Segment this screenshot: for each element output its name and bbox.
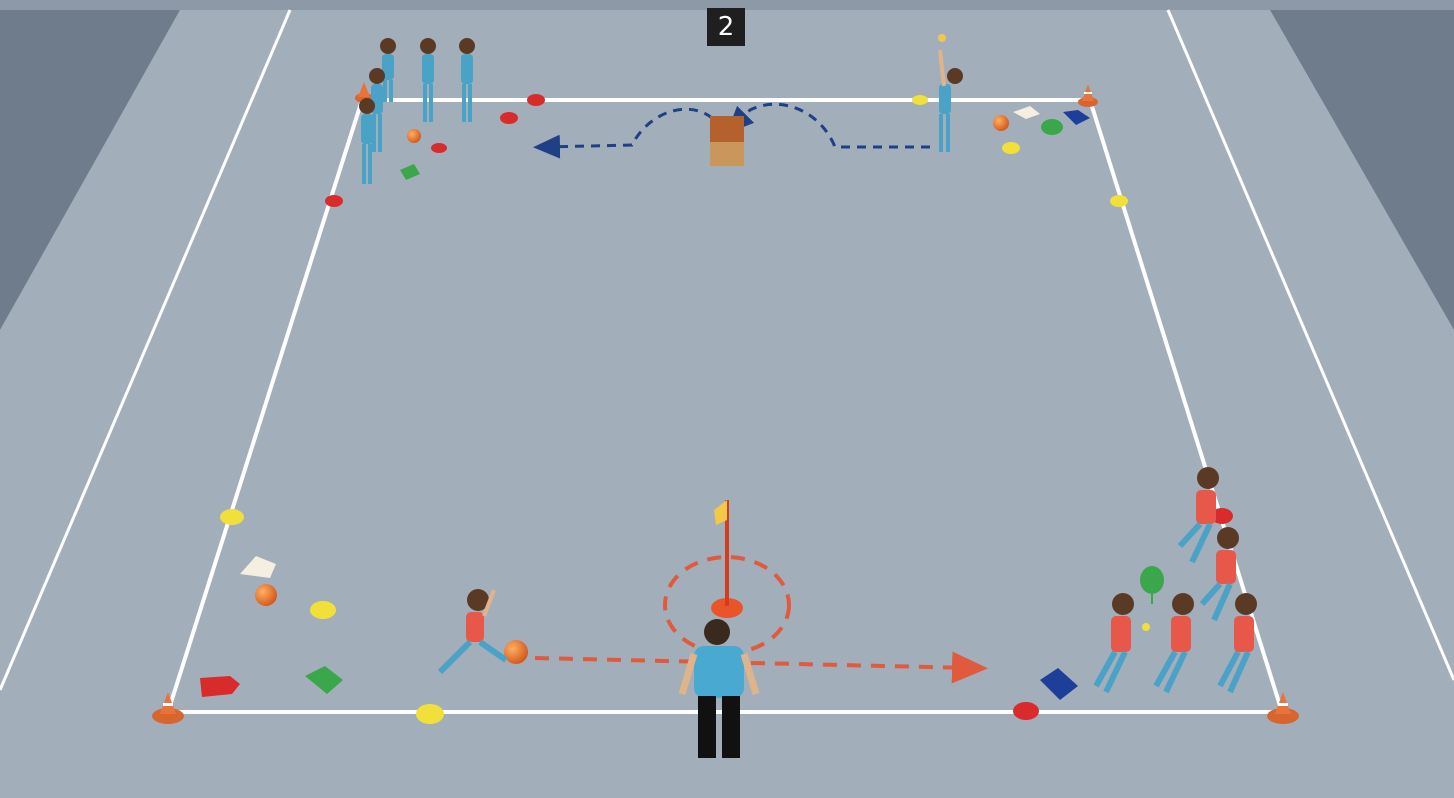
ball-icon <box>407 129 421 143</box>
disc-marker-icon <box>1002 142 1020 154</box>
step-number-badge: 2 <box>707 8 745 46</box>
disc-marker-icon <box>527 94 545 106</box>
disc-marker-icon <box>431 143 447 153</box>
disc-marker-icon <box>912 95 928 105</box>
goal-box-icon <box>710 116 744 166</box>
balloon-icon <box>1041 119 1063 135</box>
ball-icon <box>993 115 1009 131</box>
disc-marker-icon <box>310 601 336 619</box>
ball-icon <box>504 640 528 664</box>
disc-marker-icon <box>220 509 244 525</box>
disc-marker-icon <box>1110 195 1128 207</box>
ball-icon <box>255 584 277 606</box>
disc-marker-icon <box>325 195 343 207</box>
disc-marker-icon <box>1013 702 1039 720</box>
ball-icon <box>938 34 946 42</box>
disc-marker-icon <box>500 112 518 124</box>
disc-marker-icon <box>416 704 444 724</box>
ball-icon <box>1142 623 1150 631</box>
